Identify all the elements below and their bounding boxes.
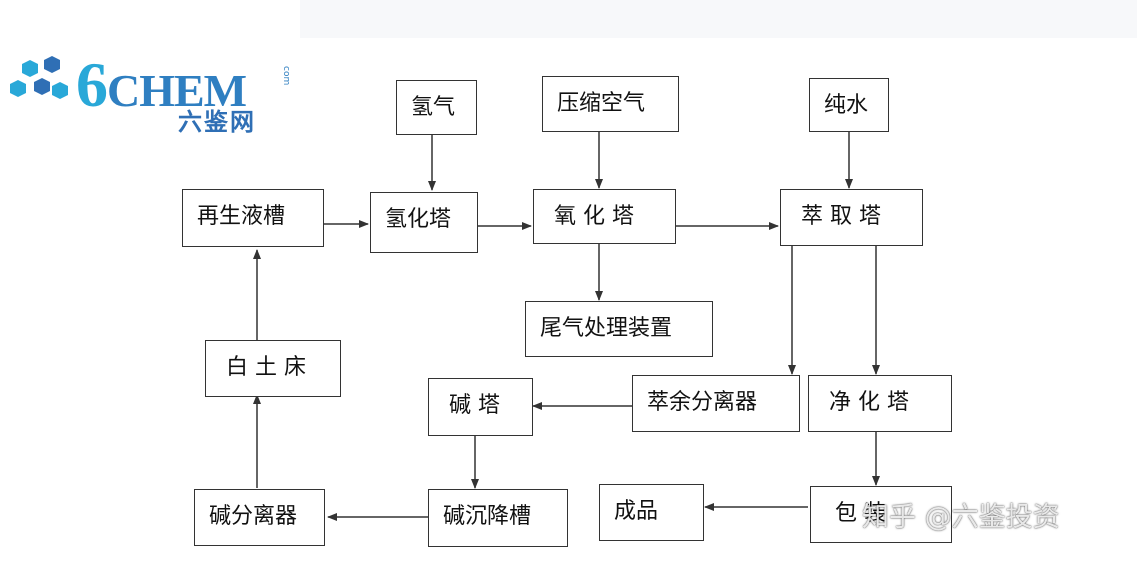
logo-chinese-name: 六鉴网 (178, 108, 256, 136)
watermark: 知乎 @六鉴投资 (862, 502, 1060, 533)
node-extraction-tower: 萃 取 塔 (780, 189, 923, 246)
node-oxidation-tower: 氧 化 塔 (533, 189, 676, 244)
node-packaging: 包 装 (810, 486, 952, 543)
node-alkali-separator: 碱分离器 (194, 489, 325, 546)
node-finished-product: 成品 (599, 484, 704, 541)
logo-wordmark: 6CHEM (76, 48, 247, 122)
logo: 6CHEM com 六鉴网 (8, 48, 308, 136)
node-hydrogenation-tower: 氢化塔 (370, 192, 478, 253)
logo-digit: 6 (76, 49, 108, 120)
node-compressed-air: 压缩空气 (542, 76, 679, 132)
node-purification-tower: 净 化 塔 (808, 375, 952, 432)
node-regen-tank: 再生液槽 (182, 189, 324, 247)
node-raffinate-separator: 萃余分离器 (632, 375, 800, 432)
node-alkali-tower: 碱 塔 (428, 378, 533, 436)
top-band (300, 0, 1137, 38)
molecule-icon (10, 56, 68, 99)
node-hydrogen: 氢气 (396, 80, 477, 135)
logo-letters: CHEM (107, 65, 247, 116)
node-pure-water: 纯水 (809, 78, 889, 132)
node-clay-bed: 白 土 床 (205, 340, 341, 397)
node-alkali-settling-tank: 碱沉降槽 (428, 489, 568, 547)
node-tail-gas-unit: 尾气处理装置 (525, 301, 713, 357)
